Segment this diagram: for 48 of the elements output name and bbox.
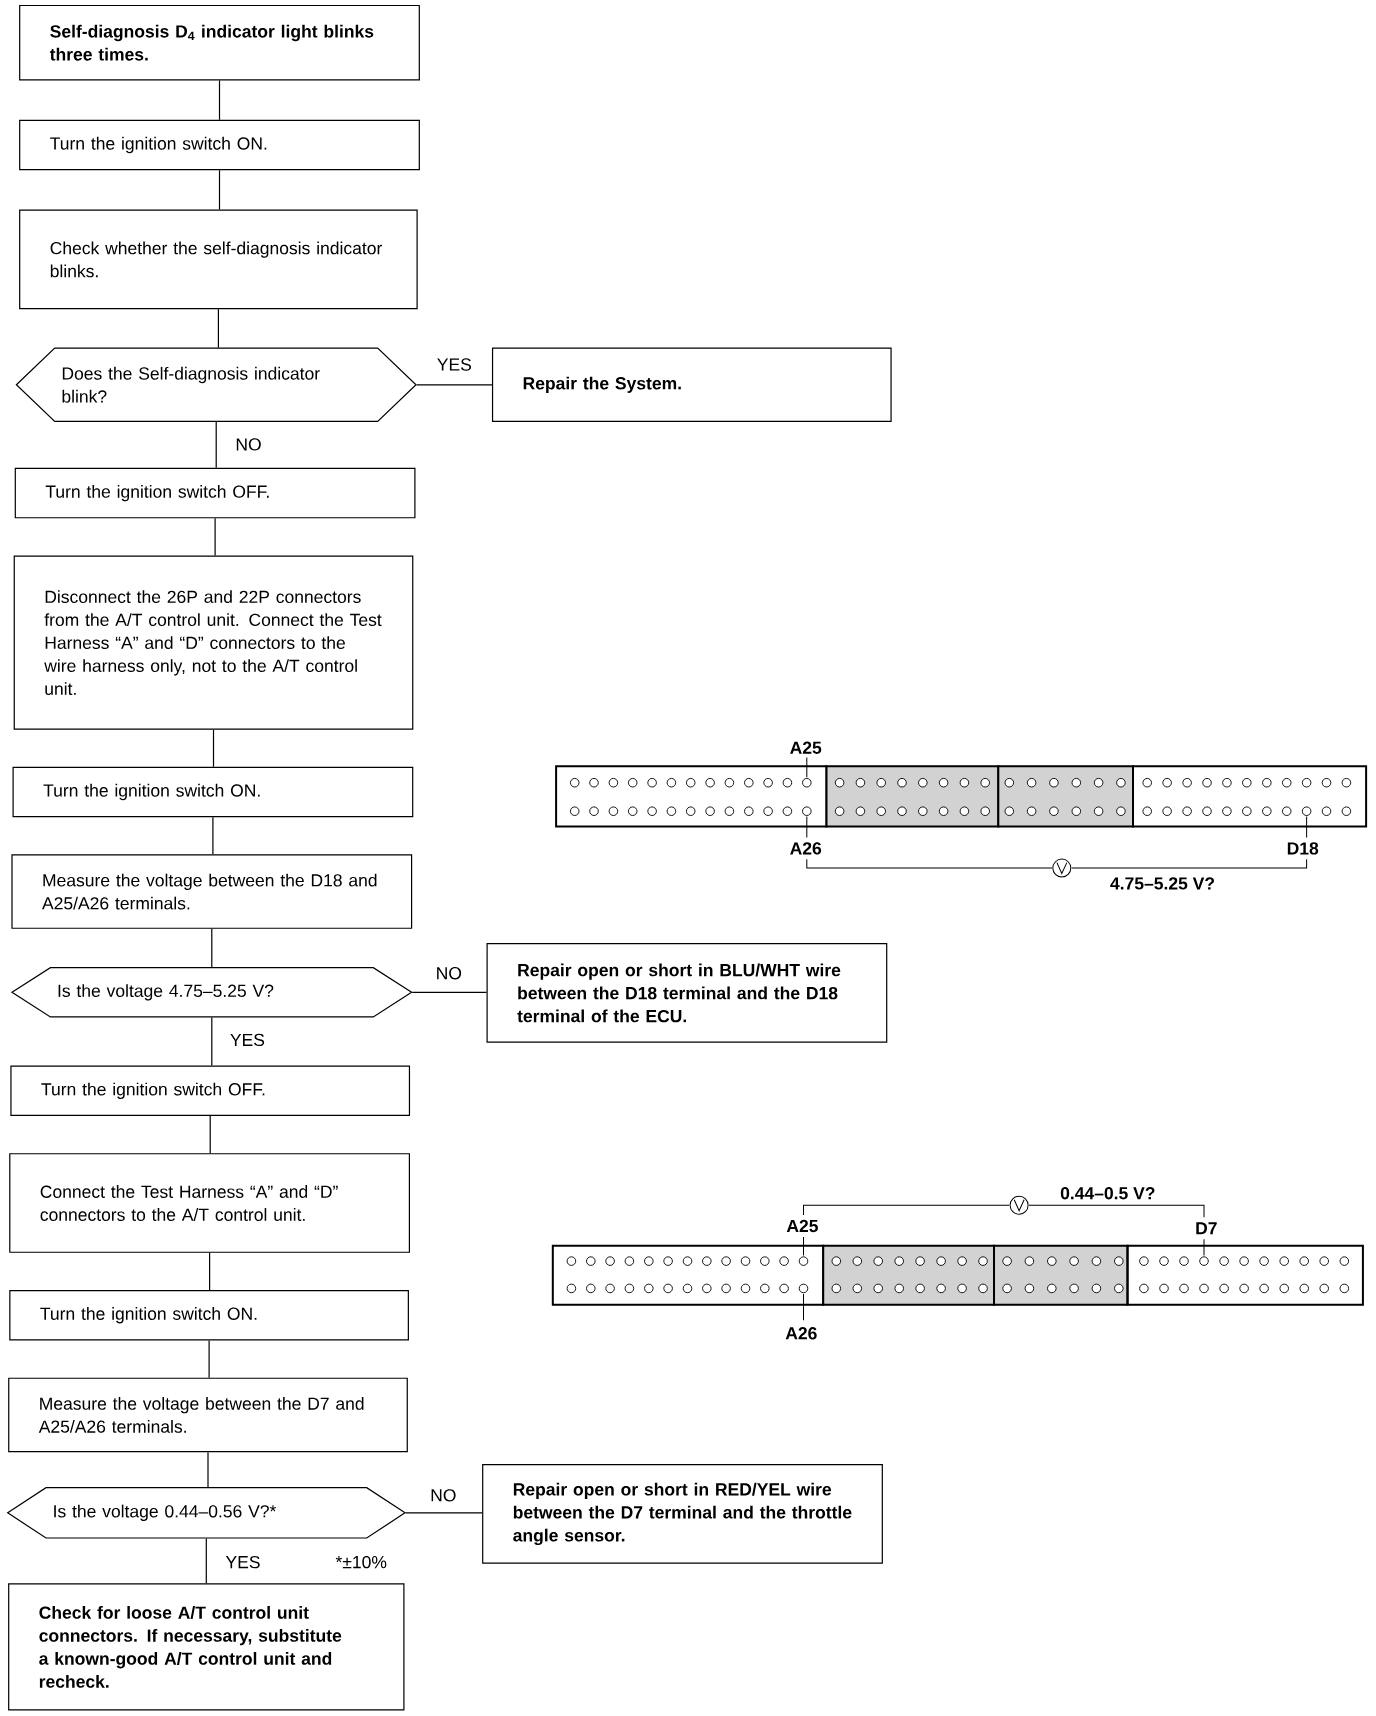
pin-label: D18	[1287, 842, 1319, 855]
pin-label: D7	[1196, 1222, 1217, 1235]
process-box: Check whether the self-diagnosis indicator blinks.	[19, 209, 418, 310]
connector-line	[218, 169, 221, 211]
process-box: Check for loose A/T control unit connectors. If necessary, substitute a known-good A/T control unit and recheck.	[8, 1583, 405, 1711]
voltage-label: 4.75–5.25 V?	[1110, 877, 1214, 890]
pin-label: A25	[786, 1219, 818, 1233]
connector-line	[211, 1016, 213, 1067]
edge-label: NO	[433, 965, 464, 982]
edge-label: NO	[233, 436, 264, 453]
process-box: Self-diagnosis D$_{4}$ indicator light blinks three times.	[19, 4, 420, 81]
pin-label: A26	[790, 842, 822, 855]
edge-label: NO	[428, 1487, 459, 1504]
connector-line	[215, 421, 217, 469]
process-box: Turn the ignition switch OFF.	[10, 1065, 411, 1117]
connector-line	[212, 729, 215, 768]
edge-label: YES	[223, 1553, 263, 1571]
process-box: Repair open or short in RED/YEL wire between the D7 terminal and the throttle angle sensor.	[482, 1464, 883, 1564]
pin-label: A26	[785, 1327, 817, 1340]
connector-line	[218, 79, 221, 121]
connector-line	[209, 1115, 211, 1154]
connector-line	[205, 1538, 207, 1584]
voltage-label: 0.44–0.5 V?	[1060, 1187, 1155, 1200]
connector-line	[212, 816, 214, 855]
edge-label: YES	[434, 356, 474, 373]
process-box: Repair the System.	[491, 347, 892, 423]
process-box: Repair open or short in BLU/WHT wire between the D18 terminal and the D18 terminal of the ECU.	[486, 943, 888, 1043]
connector-line	[207, 1451, 209, 1488]
pin-label: A25	[790, 741, 822, 754]
edge-label: YES	[227, 1031, 267, 1049]
connector-line	[411, 991, 488, 993]
connector-line	[211, 928, 213, 968]
connector-line	[405, 1512, 483, 1514]
connector-line	[209, 1252, 211, 1291]
process-box: Measure the voltage between the D7 and A25/A26 terminals.	[8, 1377, 408, 1453]
connector-line	[217, 308, 219, 349]
connector-line	[416, 384, 493, 386]
process-box: Turn the ignition switch ON.	[9, 1289, 409, 1341]
footnote: *±10%	[335, 1555, 387, 1569]
process-box: Measure the voltage between the D18 and A25/A26 terminals.	[11, 854, 413, 929]
connector-line	[208, 1339, 210, 1379]
process-box: Disconnect the 26P and 22P connectors from the A/T control unit. Connect the Test Harness “A” and “D” connectors to the wire harness only, not to the A/T control unit.	[13, 555, 414, 730]
process-box: Connect the Test Harness “A” and “D” connectors to the A/T control unit.	[9, 1153, 410, 1253]
process-box: Turn the ignition switch OFF.	[14, 467, 416, 519]
process-box: Turn the ignition switch ON.	[19, 119, 420, 171]
process-box: Turn the ignition switch ON.	[12, 766, 414, 818]
decision-hexagon: Does the Self-diagnosis indicator blink?	[15, 347, 417, 422]
connector-line	[214, 517, 216, 557]
